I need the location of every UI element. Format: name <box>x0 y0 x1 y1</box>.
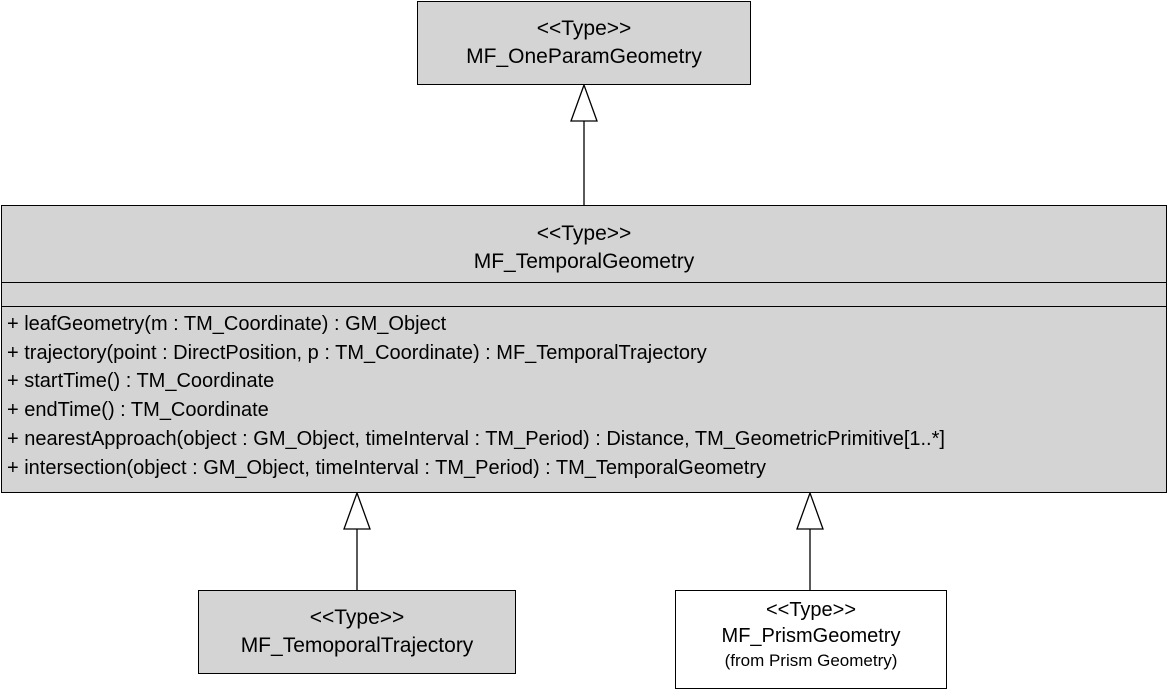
class-header: <<Type>> MF_OneParamGeometry <box>418 2 750 71</box>
class-mf-oneparamgeometry[interactable]: <<Type>> MF_OneParamGeometry <box>417 1 751 85</box>
operation-leafgeometry: + leafGeometry(m : TM_Coordinate) : GM_O… <box>7 313 447 335</box>
operation-trajectory: + trajectory(point : DirectPosition, p :… <box>7 341 707 364</box>
class-header: <<Type>> MF_TemoporalTrajectory <box>199 591 515 660</box>
class-name: MF_TemporalGeometry <box>473 250 695 273</box>
generalization-prism-to-temporal <box>796 491 824 590</box>
generalization-trajectory-to-temporal <box>343 491 371 590</box>
operation-nearestapproach: + nearestApproach(object : GM_Object, ti… <box>7 427 945 450</box>
class-header: <<Type>> MF_PrismGeometry (from Prism Ge… <box>676 591 946 672</box>
stereotype-label: <<Type>> <box>765 599 857 621</box>
class-name: MF_OneParamGeometry <box>466 45 702 68</box>
class-mf-temporalgeometry[interactable]: <<Type>> MF_TemporalGeometry + leafGeome… <box>1 205 1167 493</box>
class-mf-temoporaltrajectory[interactable]: <<Type>> MF_TemoporalTrajectory <box>198 590 516 674</box>
package-note: (from Prism Geometry) <box>724 651 898 670</box>
operation-starttime: + startTime() : TM_Coordinate <box>7 370 275 393</box>
operation-endtime: + endTime() : TM_Coordinate <box>7 399 269 422</box>
stereotype-label: <<Type>> <box>536 17 632 40</box>
operation-intersection: + intersection(object : GM_Object, timeI… <box>7 456 766 479</box>
class-mf-prismgeometry[interactable]: <<Type>> MF_PrismGeometry (from Prism Ge… <box>675 590 947 689</box>
stereotype-label: <<Type>> <box>536 222 632 245</box>
stereotype-label: <<Type>> <box>309 606 405 629</box>
class-name: MF_TemoporalTrajectory <box>240 634 474 657</box>
class-header: <<Type>> MF_TemporalGeometry <box>2 206 1166 282</box>
class-name: MF_PrismGeometry <box>721 625 901 647</box>
attributes-compartment <box>2 282 1166 306</box>
operations-compartment: + leafGeometry(m : TM_Coordinate) : GM_O… <box>2 306 1166 482</box>
generalization-temporal-to-oneparam <box>570 83 598 205</box>
